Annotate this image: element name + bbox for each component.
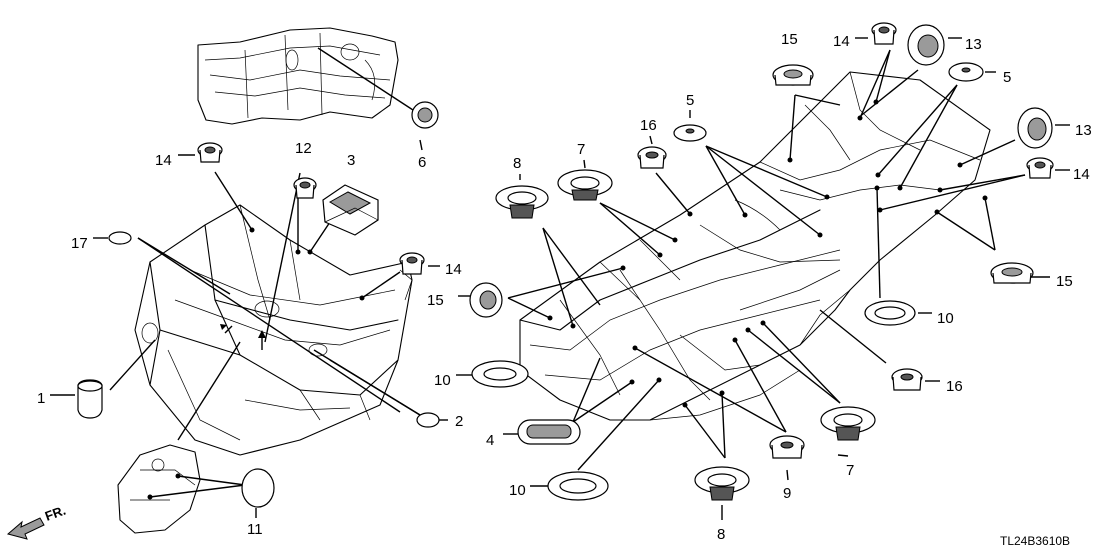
grommet-14-right bbox=[1026, 157, 1054, 179]
callout-10-right: 10 bbox=[937, 310, 954, 327]
callout-4: 4 bbox=[486, 432, 494, 449]
callout-10-left: 10 bbox=[434, 372, 451, 389]
callout-7-upper: 7 bbox=[577, 141, 585, 158]
diagram-code: TL24B3610B bbox=[1000, 534, 1070, 548]
grommet-14-front-left bbox=[197, 142, 223, 163]
grommet-10-lower bbox=[547, 471, 609, 501]
grommet-16-upper bbox=[637, 146, 667, 169]
callout-12: 12 bbox=[295, 140, 312, 157]
grommet-14-front-right bbox=[399, 252, 425, 275]
plug-5-right bbox=[948, 62, 984, 82]
callout-15-right: 15 bbox=[1056, 273, 1073, 290]
leader-lines bbox=[50, 37, 1070, 520]
callout-10-lower: 10 bbox=[509, 482, 526, 499]
plug-4 bbox=[517, 419, 581, 445]
grommet-14-top bbox=[871, 22, 897, 45]
callout-6: 6 bbox=[418, 154, 426, 171]
floor-panel-illustration bbox=[519, 71, 991, 421]
grommet-13-top bbox=[907, 24, 945, 66]
front-direction-arrow: FR. bbox=[6, 503, 68, 540]
grommet-13-right bbox=[1017, 107, 1053, 149]
grommet-12 bbox=[293, 177, 317, 199]
seal-2 bbox=[416, 412, 440, 428]
callout-16-lower: 16 bbox=[946, 378, 963, 395]
plug-3 bbox=[322, 184, 379, 236]
grommet-15-right bbox=[990, 262, 1034, 284]
grommet-8-upper bbox=[495, 185, 549, 219]
callout-labels: 1 2 3 4 5 5 6 7 7 8 8 9 10 10 10 11 12 1… bbox=[37, 31, 1092, 543]
callout-14-front-right: 14 bbox=[445, 261, 462, 278]
callout-14-front-left: 14 bbox=[155, 152, 172, 169]
grommet-7-upper bbox=[557, 169, 613, 201]
callout-3: 3 bbox=[347, 152, 355, 169]
callout-13-right: 13 bbox=[1075, 122, 1092, 139]
callout-11: 11 bbox=[247, 521, 263, 538]
callout-8-lower: 8 bbox=[717, 526, 725, 543]
dashboard-panel-illustration bbox=[197, 27, 399, 125]
under-panel-illustration bbox=[117, 444, 201, 534]
grommet-16-lower bbox=[891, 368, 923, 391]
callout-2: 2 bbox=[455, 413, 463, 430]
grommet-9 bbox=[769, 435, 805, 459]
callout-15-top: 15 bbox=[781, 31, 798, 48]
grommet-15-left bbox=[469, 282, 503, 318]
grommet-10-left bbox=[471, 360, 529, 388]
leader-dots bbox=[147, 99, 988, 500]
callout-1: 1 bbox=[37, 390, 45, 407]
callout-7-lower: 7 bbox=[846, 462, 854, 479]
callout-14-top: 14 bbox=[833, 33, 850, 50]
grommet-parts bbox=[77, 22, 1054, 508]
seal-17 bbox=[108, 231, 132, 245]
callout-5-right: 5 bbox=[1003, 69, 1011, 86]
front-body-illustration bbox=[134, 204, 413, 456]
grommet-7-lower bbox=[820, 406, 876, 441]
callout-5-center: 5 bbox=[686, 92, 694, 109]
plug-5-center bbox=[673, 124, 707, 142]
grommet-6 bbox=[411, 101, 439, 129]
callout-16-upper: 16 bbox=[640, 117, 657, 134]
grommet-8-lower bbox=[694, 466, 750, 501]
callout-17: 17 bbox=[71, 235, 88, 252]
callout-9: 9 bbox=[783, 485, 791, 502]
callout-8-upper: 8 bbox=[513, 155, 521, 172]
direction-label: FR. bbox=[43, 503, 68, 524]
callout-13-top: 13 bbox=[965, 36, 982, 53]
grommet-15-top bbox=[772, 64, 814, 86]
callout-15-left: 15 bbox=[427, 292, 444, 309]
grommet-10-right bbox=[864, 300, 916, 326]
seal-11 bbox=[241, 468, 275, 508]
callout-14-right: 14 bbox=[1073, 166, 1090, 183]
plug-1 bbox=[77, 379, 103, 419]
